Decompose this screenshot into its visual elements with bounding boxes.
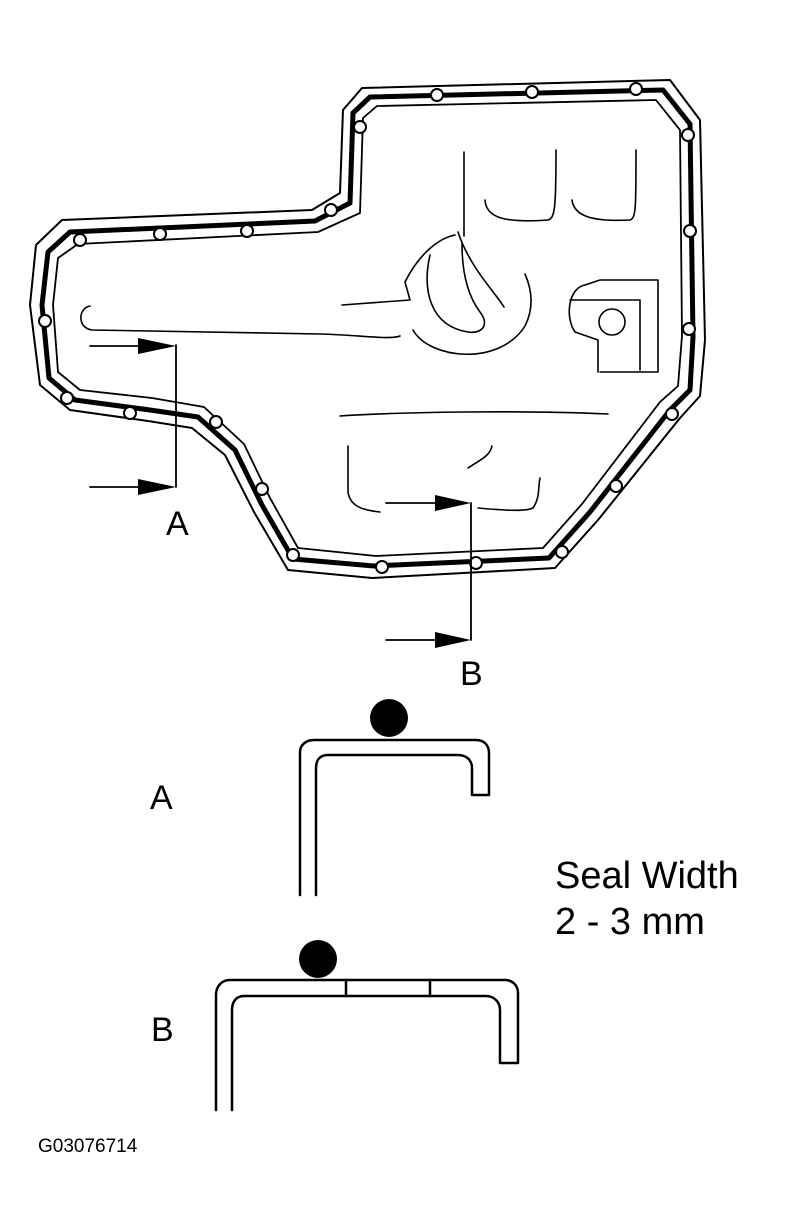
arrow-b-lower — [435, 632, 471, 648]
bolt-hole — [60, 391, 74, 405]
seal-width-value: 2 - 3 mm — [555, 901, 705, 943]
bolt-hole — [324, 203, 338, 217]
bolt-hole — [665, 407, 679, 421]
bolt-hole — [375, 560, 389, 574]
bolt-hole — [682, 322, 696, 336]
bolt-hole — [683, 224, 697, 238]
section-cut-lines — [89, 344, 472, 641]
arrowheads — [138, 338, 471, 648]
bolt-hole — [153, 227, 167, 241]
detail-b-section — [214, 940, 520, 1112]
bolt-hole — [123, 406, 137, 420]
pan-interior-contours — [80, 149, 659, 513]
bolt-hole — [430, 88, 444, 102]
bolt-hole — [255, 482, 269, 496]
section-a-label: A — [166, 505, 189, 543]
bolt-hole — [629, 82, 643, 96]
section-b-label: B — [460, 655, 483, 693]
bolt-hole — [525, 85, 539, 99]
bolt-hole — [469, 556, 483, 570]
oil-pan-outline — [29, 79, 706, 579]
arrow-a-upper — [138, 338, 176, 354]
detail-a-section — [298, 699, 491, 897]
bolt-hole — [681, 128, 695, 142]
seal-bead-b — [299, 940, 337, 978]
bolt-hole — [353, 120, 367, 134]
bolt-hole — [209, 415, 223, 429]
arrow-b-upper — [435, 495, 471, 511]
detail-a-label: A — [150, 779, 173, 817]
bolt-hole — [73, 233, 87, 247]
bolt-hole — [609, 479, 623, 493]
bolt-hole — [38, 314, 52, 328]
bolt-hole — [286, 548, 300, 562]
detail-b-label: B — [151, 1011, 174, 1049]
seal-width-title: Seal Width — [555, 855, 739, 897]
seal-bead-a — [370, 699, 408, 737]
bolt-holes — [38, 82, 697, 574]
bolt-hole — [240, 224, 254, 238]
arrow-a-lower — [138, 479, 176, 495]
pan-outer-edge — [29, 79, 706, 579]
figure-id: G03076714 — [38, 1136, 138, 1157]
bolt-hole — [555, 545, 569, 559]
pan-inner-flange — [52, 99, 683, 557]
